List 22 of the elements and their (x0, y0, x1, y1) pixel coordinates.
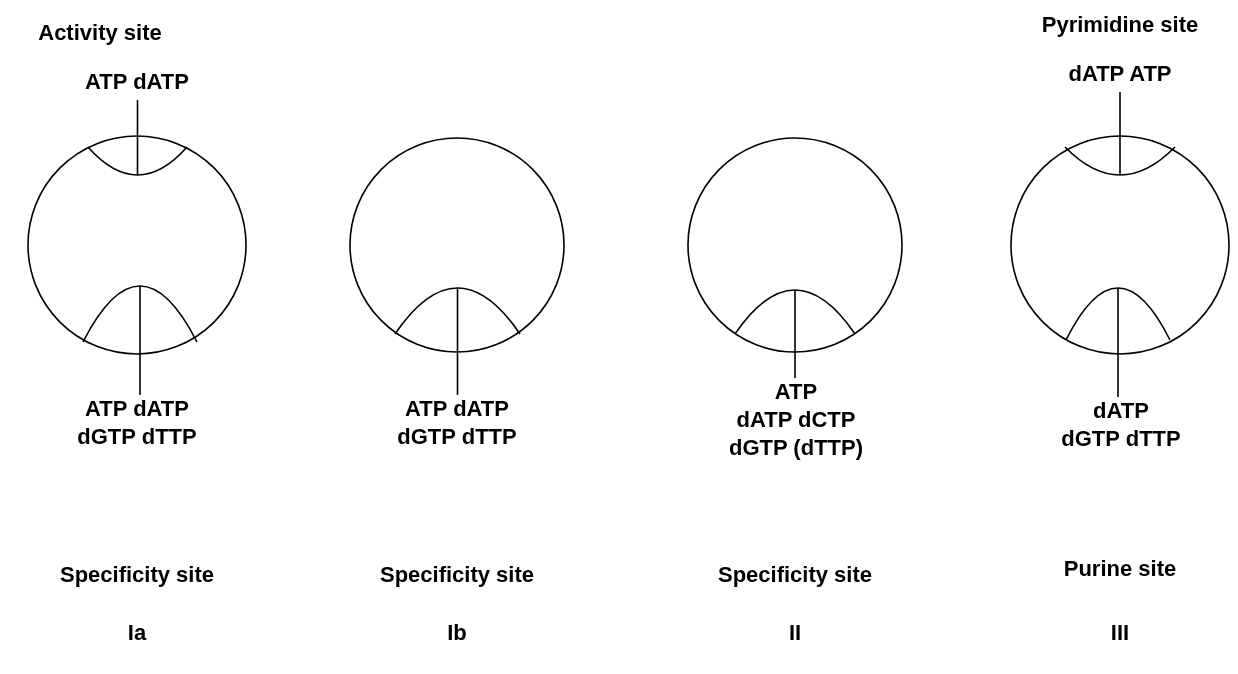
form-label: Ia (127, 620, 147, 646)
form-label: II (788, 620, 802, 646)
site-label: Specificity site (59, 562, 215, 588)
site-label: Specificity site (717, 562, 873, 588)
leader-line (794, 289, 796, 379)
site-label: Pyrimidine site (1041, 12, 1199, 38)
nucleotide-label: dATP dGTP dTTP (1040, 397, 1202, 457)
site-label: Purine site (1063, 556, 1177, 582)
form-label: Ib (447, 620, 467, 646)
leader-line (1117, 287, 1119, 398)
site-label: Activity site (38, 20, 162, 46)
site-label: Specificity site (379, 562, 535, 588)
leader-line (1119, 91, 1121, 176)
nucleotide-label: ATP dATP dGTP dTTP (380, 395, 534, 455)
nucleotide-label: dATP ATP (1050, 60, 1190, 92)
form-label: III (1110, 620, 1130, 646)
nucleotide-label: ATP dATP dCTP dGTP (dTTP) (720, 378, 872, 466)
leader-line (456, 287, 459, 396)
leader-line (136, 99, 139, 176)
leader-line (139, 285, 141, 396)
nucleotide-label: ATP dATP dGTP dTTP (62, 395, 212, 455)
nucleotide-label: ATP dATP (72, 68, 202, 100)
